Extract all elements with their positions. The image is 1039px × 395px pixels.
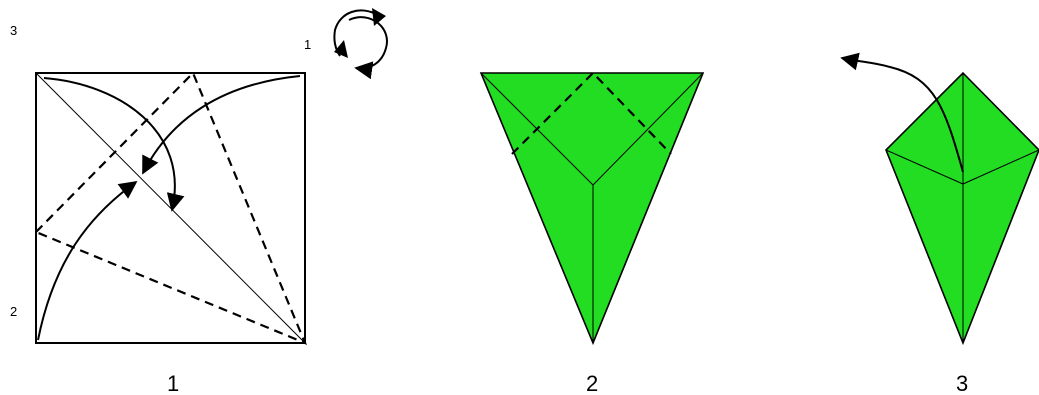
fold-arrow-bottom-corner [38,182,136,340]
corner-label-2: 2 [10,304,17,319]
step-3: 3 [842,58,1039,395]
kite-shape-2 [481,73,703,343]
fold-arrow-top-corner [44,78,175,210]
step-number-1: 1 [167,371,179,395]
diagonal-fold-line [36,73,305,343]
step-1: 3 1 2 1 [10,8,387,395]
turn-over-arc-right [349,17,387,68]
step-2: 2 [481,73,703,395]
corner-label-3: 3 [10,23,17,38]
step-number-2: 2 [586,371,598,395]
fold-arrow-top-to-diagonal [143,76,300,173]
step-number-3: 3 [956,371,968,395]
corner-label-1: 1 [304,37,311,52]
